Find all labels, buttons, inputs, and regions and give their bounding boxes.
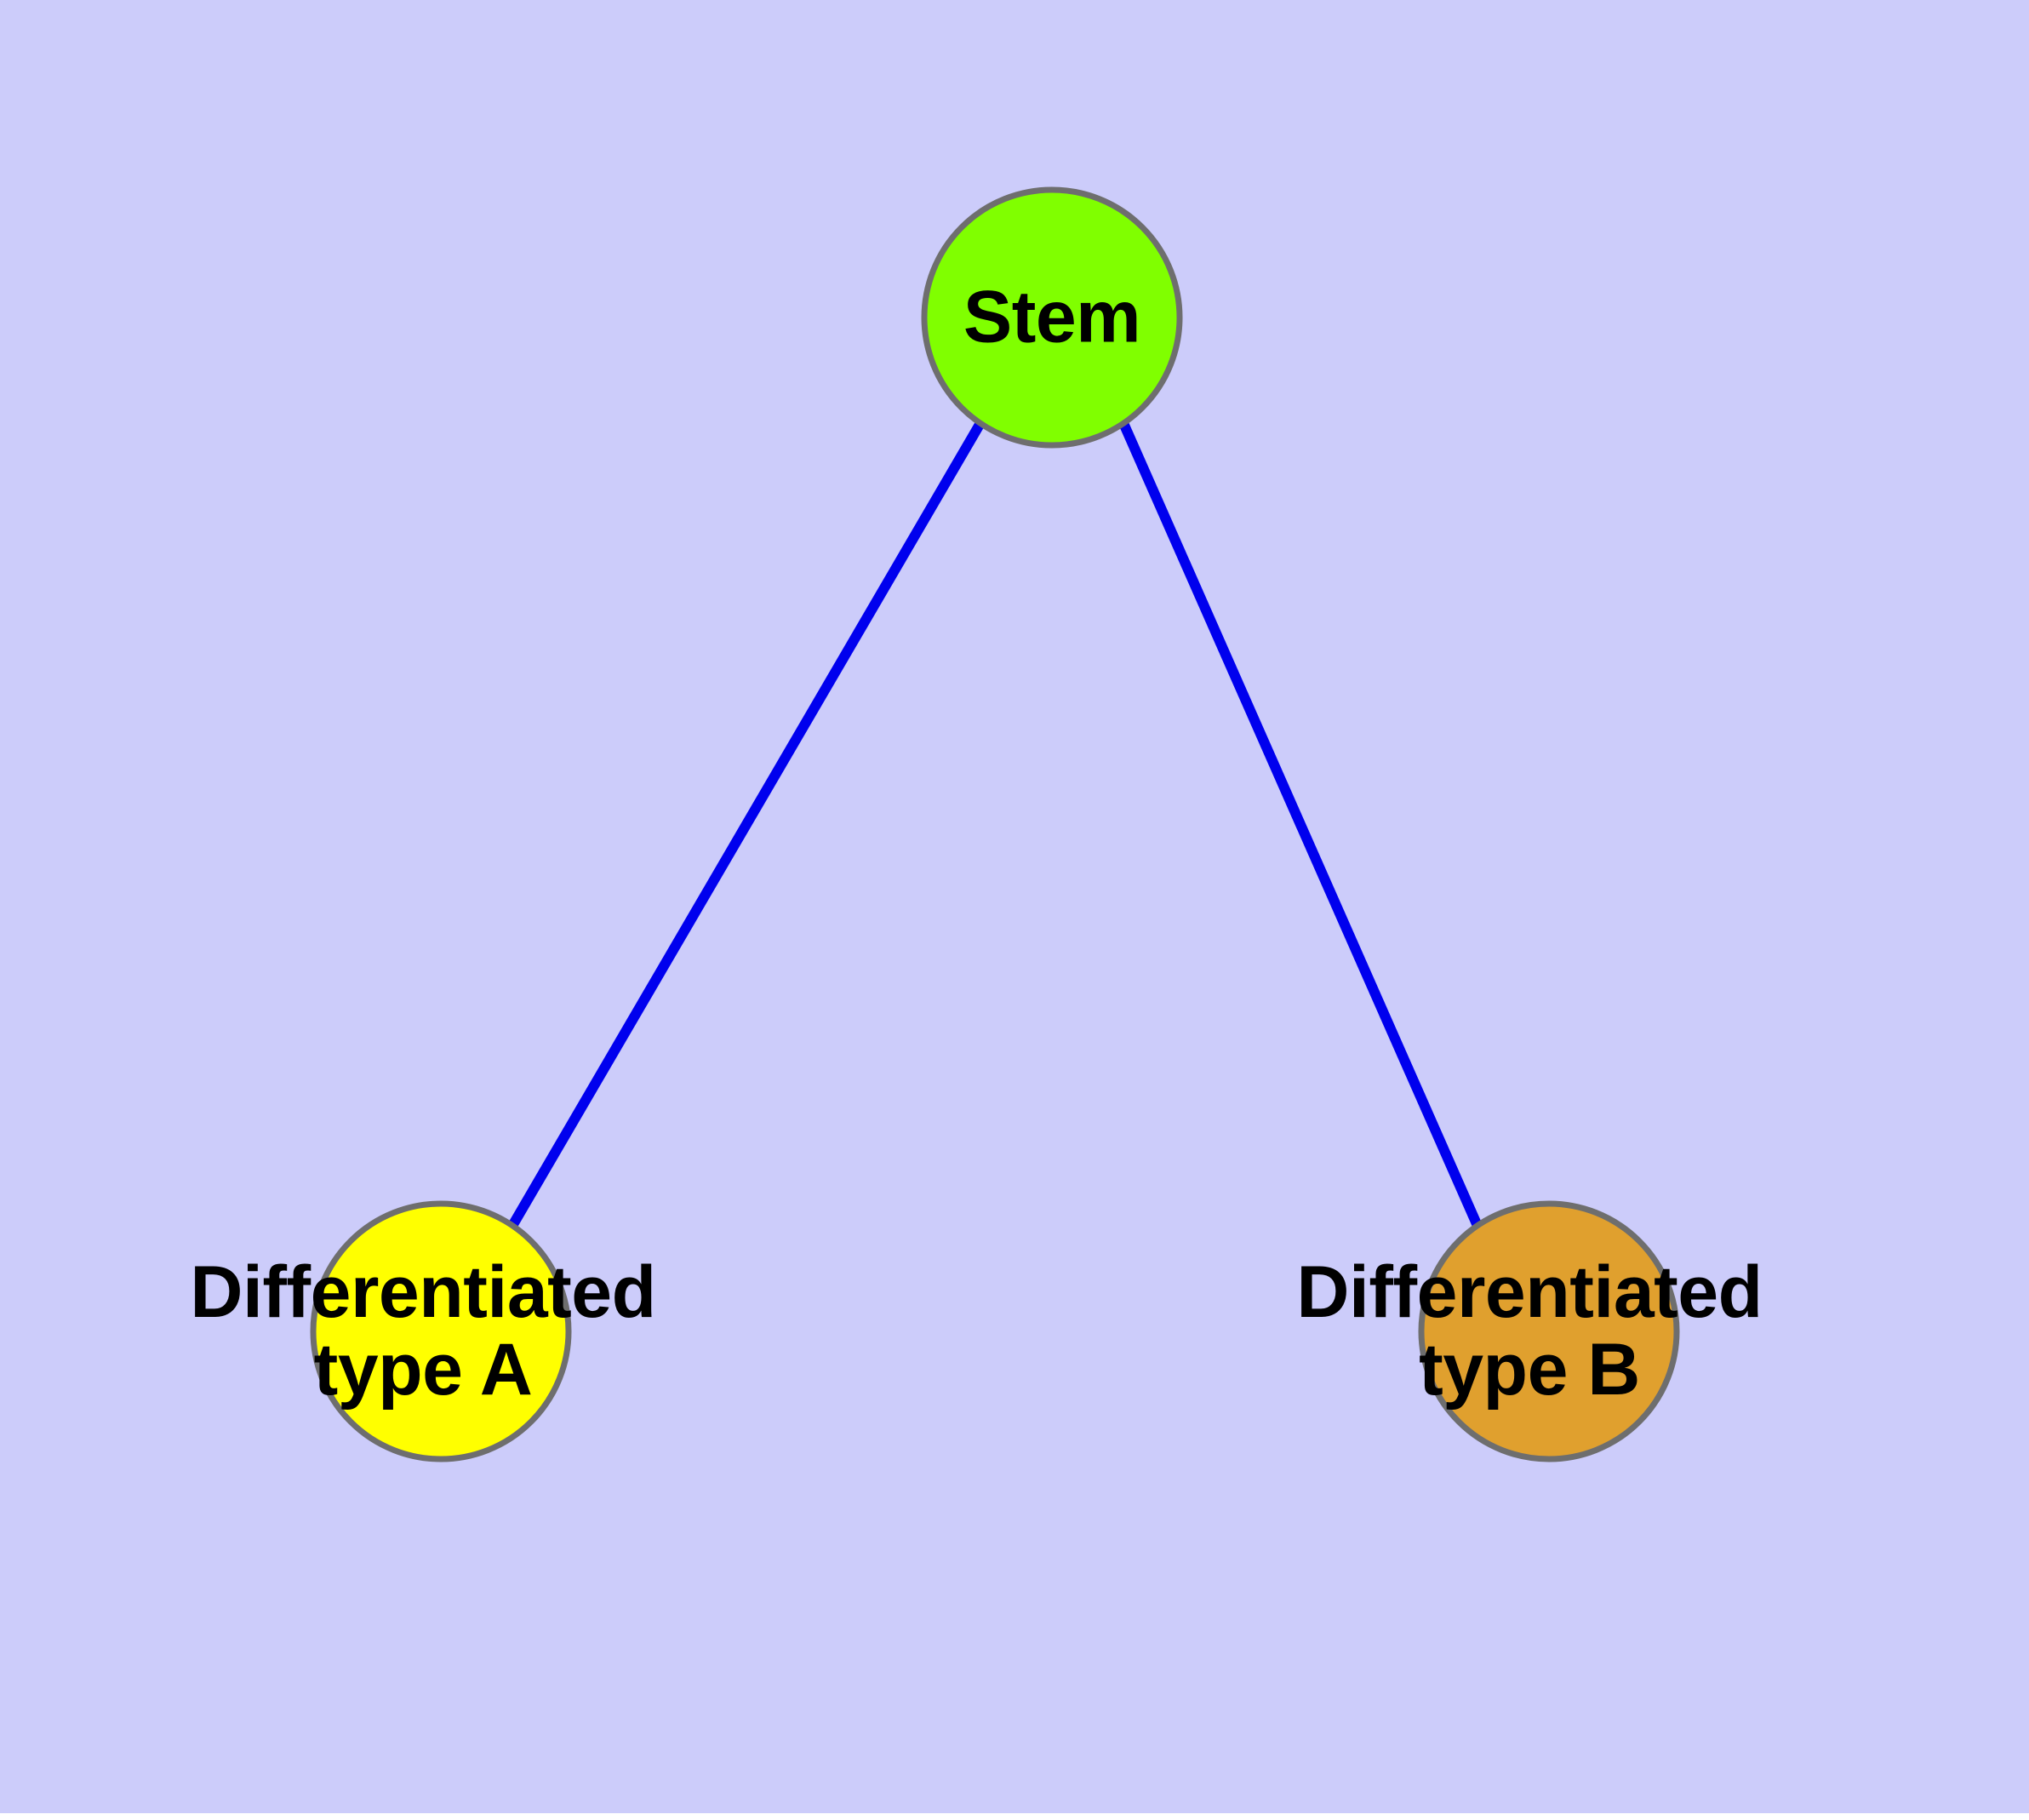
- edge-stem-diff-b: [1118, 421, 1483, 1228]
- node-circle-diff-a[interactable]: [310, 1200, 572, 1462]
- edge-stem-diff-a: [507, 420, 986, 1229]
- edge-layer: [507, 420, 1483, 1229]
- node-layer: [310, 186, 1680, 1462]
- node-circle-diff-b[interactable]: [1418, 1200, 1680, 1462]
- node-circle-stem[interactable]: [921, 186, 1183, 449]
